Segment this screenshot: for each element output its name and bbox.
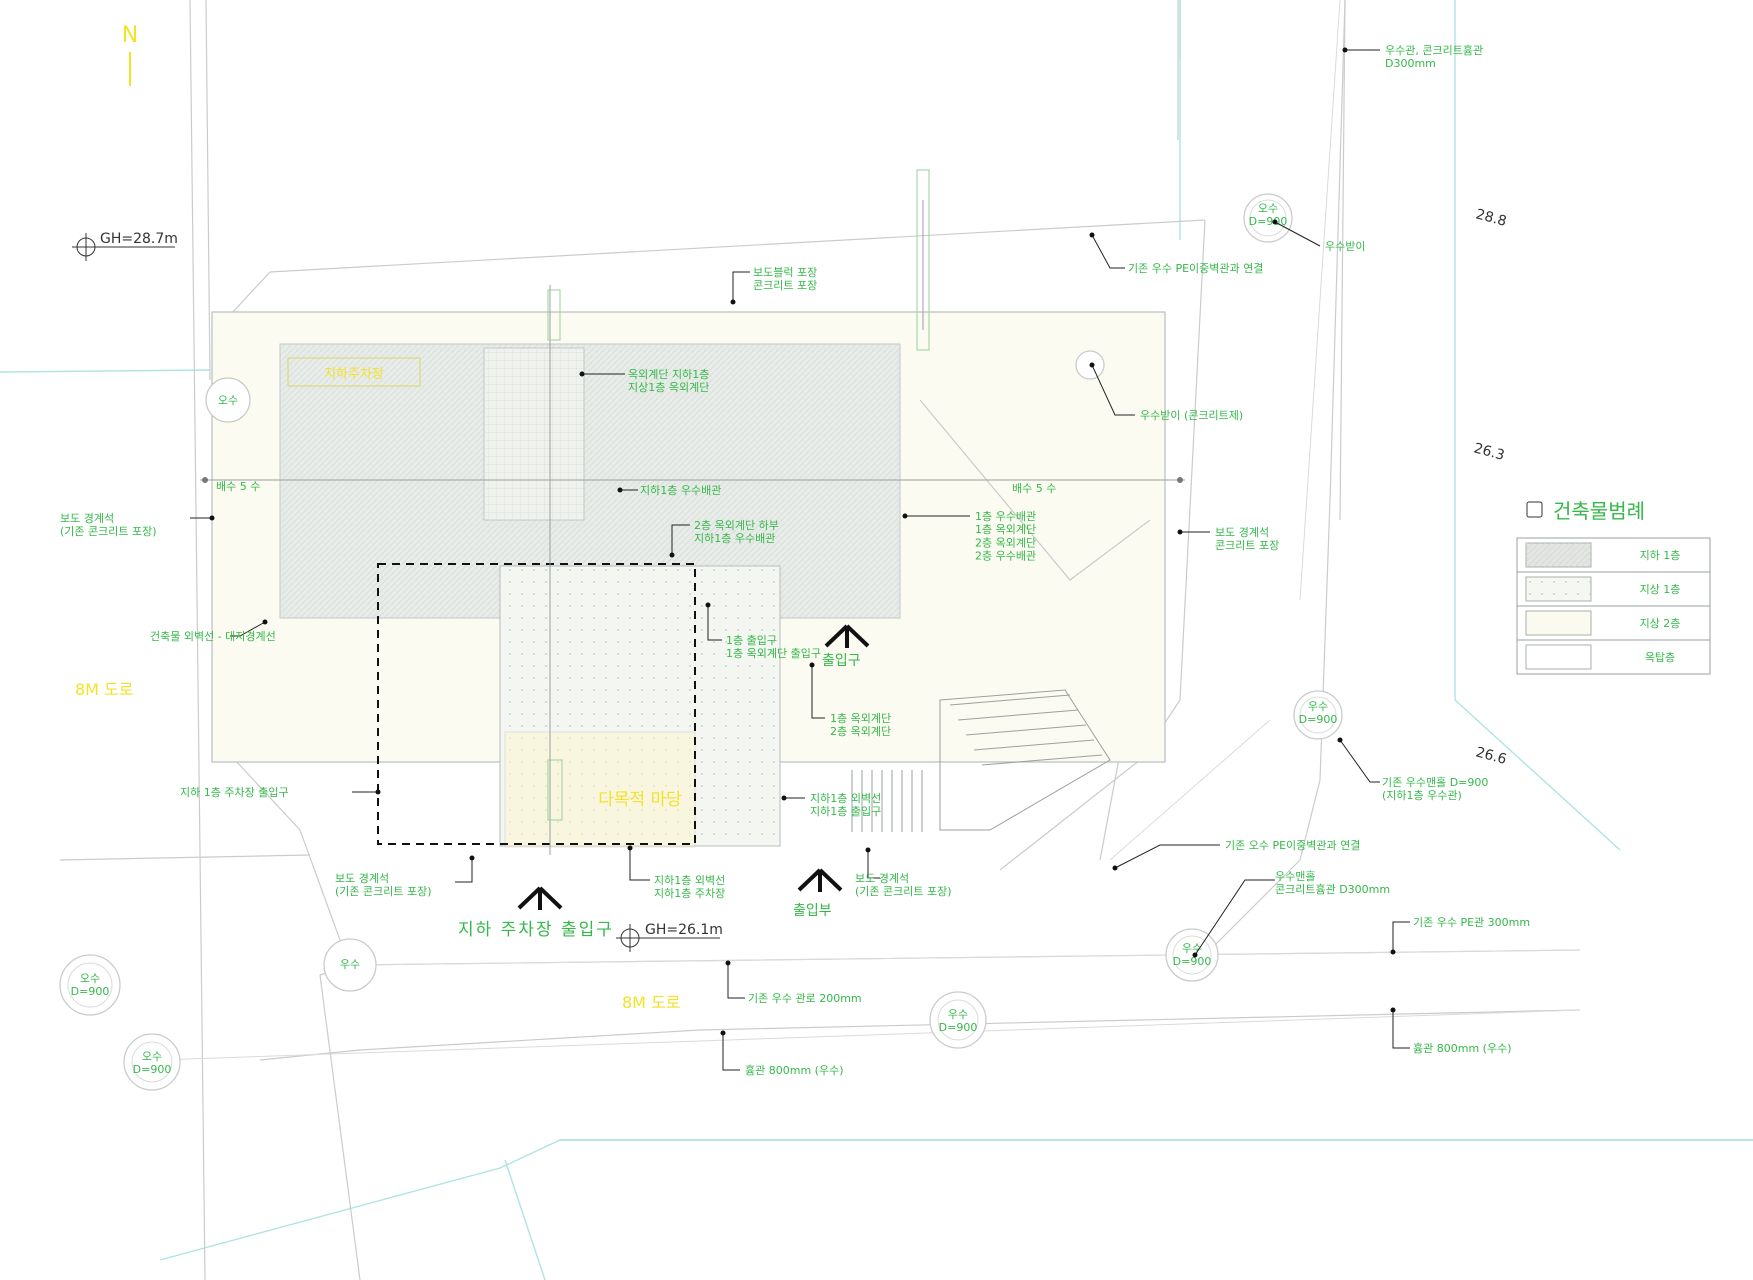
manholes: [59, 193, 1343, 1091]
pipe-lines: [159, 0, 1581, 1061]
note-n26: 흄관 800mm (우수): [1413, 1041, 1511, 1055]
note-n21: 기존 오수 PE이중벽관과 연결: [1225, 839, 1360, 852]
plan-labels: 지하주차장 다목적 마당 배수 5 수 배수 5 수: [216, 367, 1056, 810]
road-west-label: 8M 도로: [75, 680, 134, 699]
manhole-label: 우수: [340, 958, 360, 971]
building-footprints: [211, 311, 1166, 848]
exterior-stairs: [851, 399, 1151, 832]
manhole-left: [205, 377, 251, 423]
legend-row: 지상 2층: [1640, 617, 1681, 630]
legend-row: 지상 1층: [1640, 583, 1681, 596]
entrance-arrow-icon: [797, 868, 843, 892]
note-n25: 흄관 800mm (우수): [745, 1063, 843, 1077]
road-labels: 8M 도로 8M 도로: [75, 680, 681, 1012]
building-tag: 지하주차장: [324, 367, 384, 382]
contour-label: 26.3: [1472, 440, 1506, 464]
entrance-arrows: 출입구 출입부 지하 주차장 출입구: [458, 624, 870, 940]
note-n7: 지하1층 우수배관: [640, 483, 721, 497]
drain-east-label: 배수 5 수: [1012, 482, 1056, 495]
building-legend: 건축물범례 지하 1층 지상 1층 지상 2층 옥탑층: [1516, 499, 1711, 675]
note-n12: 건축물 외벽선 - 대지경계선: [150, 630, 276, 643]
gh-bottom-label: GH=26.1m: [645, 922, 723, 938]
note-n24: 기존 우수 관로 200mm: [748, 992, 862, 1005]
parking-entrance-label: 지하 주차장 출입구: [458, 920, 614, 940]
note-n15: 지하 1층 주차장 출입구: [180, 785, 289, 799]
note-n23: 기존 우수 PE관 300mm: [1413, 916, 1530, 929]
manhole-bottom-left: [59, 954, 121, 1016]
entrance-arrow-icon: [517, 886, 563, 910]
elevation-markers: GH=28.7m GH=26.1m 28.8 26.3 26.6: [72, 206, 1508, 952]
legend-row: 옥탑층: [1645, 651, 1675, 664]
note-n18: 보도 경계석(기존 콘크리트 포장): [335, 872, 432, 898]
legend-title: 건축물범례: [1553, 499, 1645, 523]
legend-row: 지하 1층: [1640, 548, 1681, 562]
entrance-main-label: 출입구: [822, 653, 861, 669]
north-label: N: [122, 23, 138, 48]
note-n20: 기존 우수맨홀 D=900(지하1층 우수관): [1382, 776, 1488, 802]
note-n10: 보도 경계석(기존 콘크리트 포장): [60, 512, 157, 538]
manhole-right-bottom: [1165, 928, 1219, 982]
drain-west-label: 배수 5 수: [216, 480, 260, 493]
entrance-side-label: 출입부: [793, 903, 832, 919]
manhole-top-right: [1243, 193, 1293, 243]
north-arrow: N: [122, 23, 138, 86]
axis-lines: [200, 169, 1185, 855]
note-n3: 기존 우수 PE이중벽관과 연결: [1128, 262, 1263, 275]
manhole-label: 오수: [218, 394, 238, 407]
gh-top-label: GH=28.7m: [100, 231, 178, 247]
courtyard-label: 다목적 마당: [598, 790, 682, 810]
manhole-bottom-left2: [323, 938, 377, 992]
manhole-right-low: [1293, 690, 1343, 740]
legend-checkbox-icon: [1526, 501, 1543, 518]
note-n19: 보도 경계석(기존 콘크리트 포장): [855, 872, 952, 898]
note-n2: 우수받이: [1325, 240, 1365, 253]
road-south-label: 8M 도로: [622, 993, 681, 1012]
entrance-arrow-icon: [824, 624, 870, 648]
contour-label: 28.8: [1474, 206, 1508, 230]
note-n5: 우수받이 (콘크리트제): [1140, 409, 1243, 422]
contour-label: 26.6: [1474, 744, 1508, 768]
